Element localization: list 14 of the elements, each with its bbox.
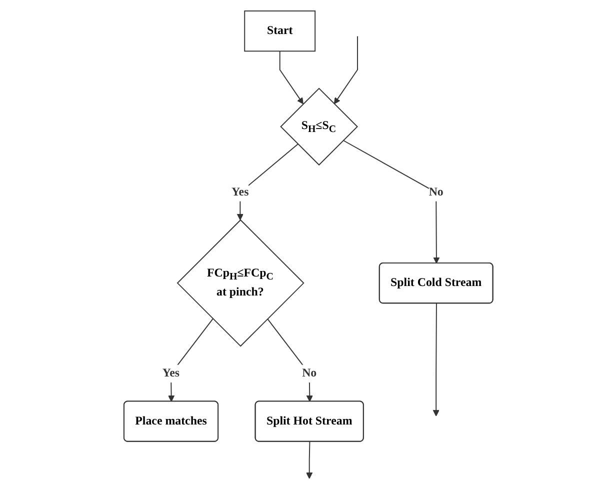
edge-label: No [302,366,316,380]
node-diamond: S$_{H}$≤S$_{C}$ [280,88,358,166]
arrow [168,318,213,402]
node-diamond: FCp$_{H}$≤FCp$_{C}$ at pinch? [176,219,304,347]
node-box: Start [244,10,316,52]
arrow [278,50,304,104]
arrow [306,441,312,479]
edge-label: No [428,186,443,198]
arrow [334,36,358,104]
edge-label: Yes [162,366,180,380]
arrow [342,140,440,264]
edge-label: Yes [231,186,248,198]
arrow [432,303,439,416]
arrow [236,144,298,220]
